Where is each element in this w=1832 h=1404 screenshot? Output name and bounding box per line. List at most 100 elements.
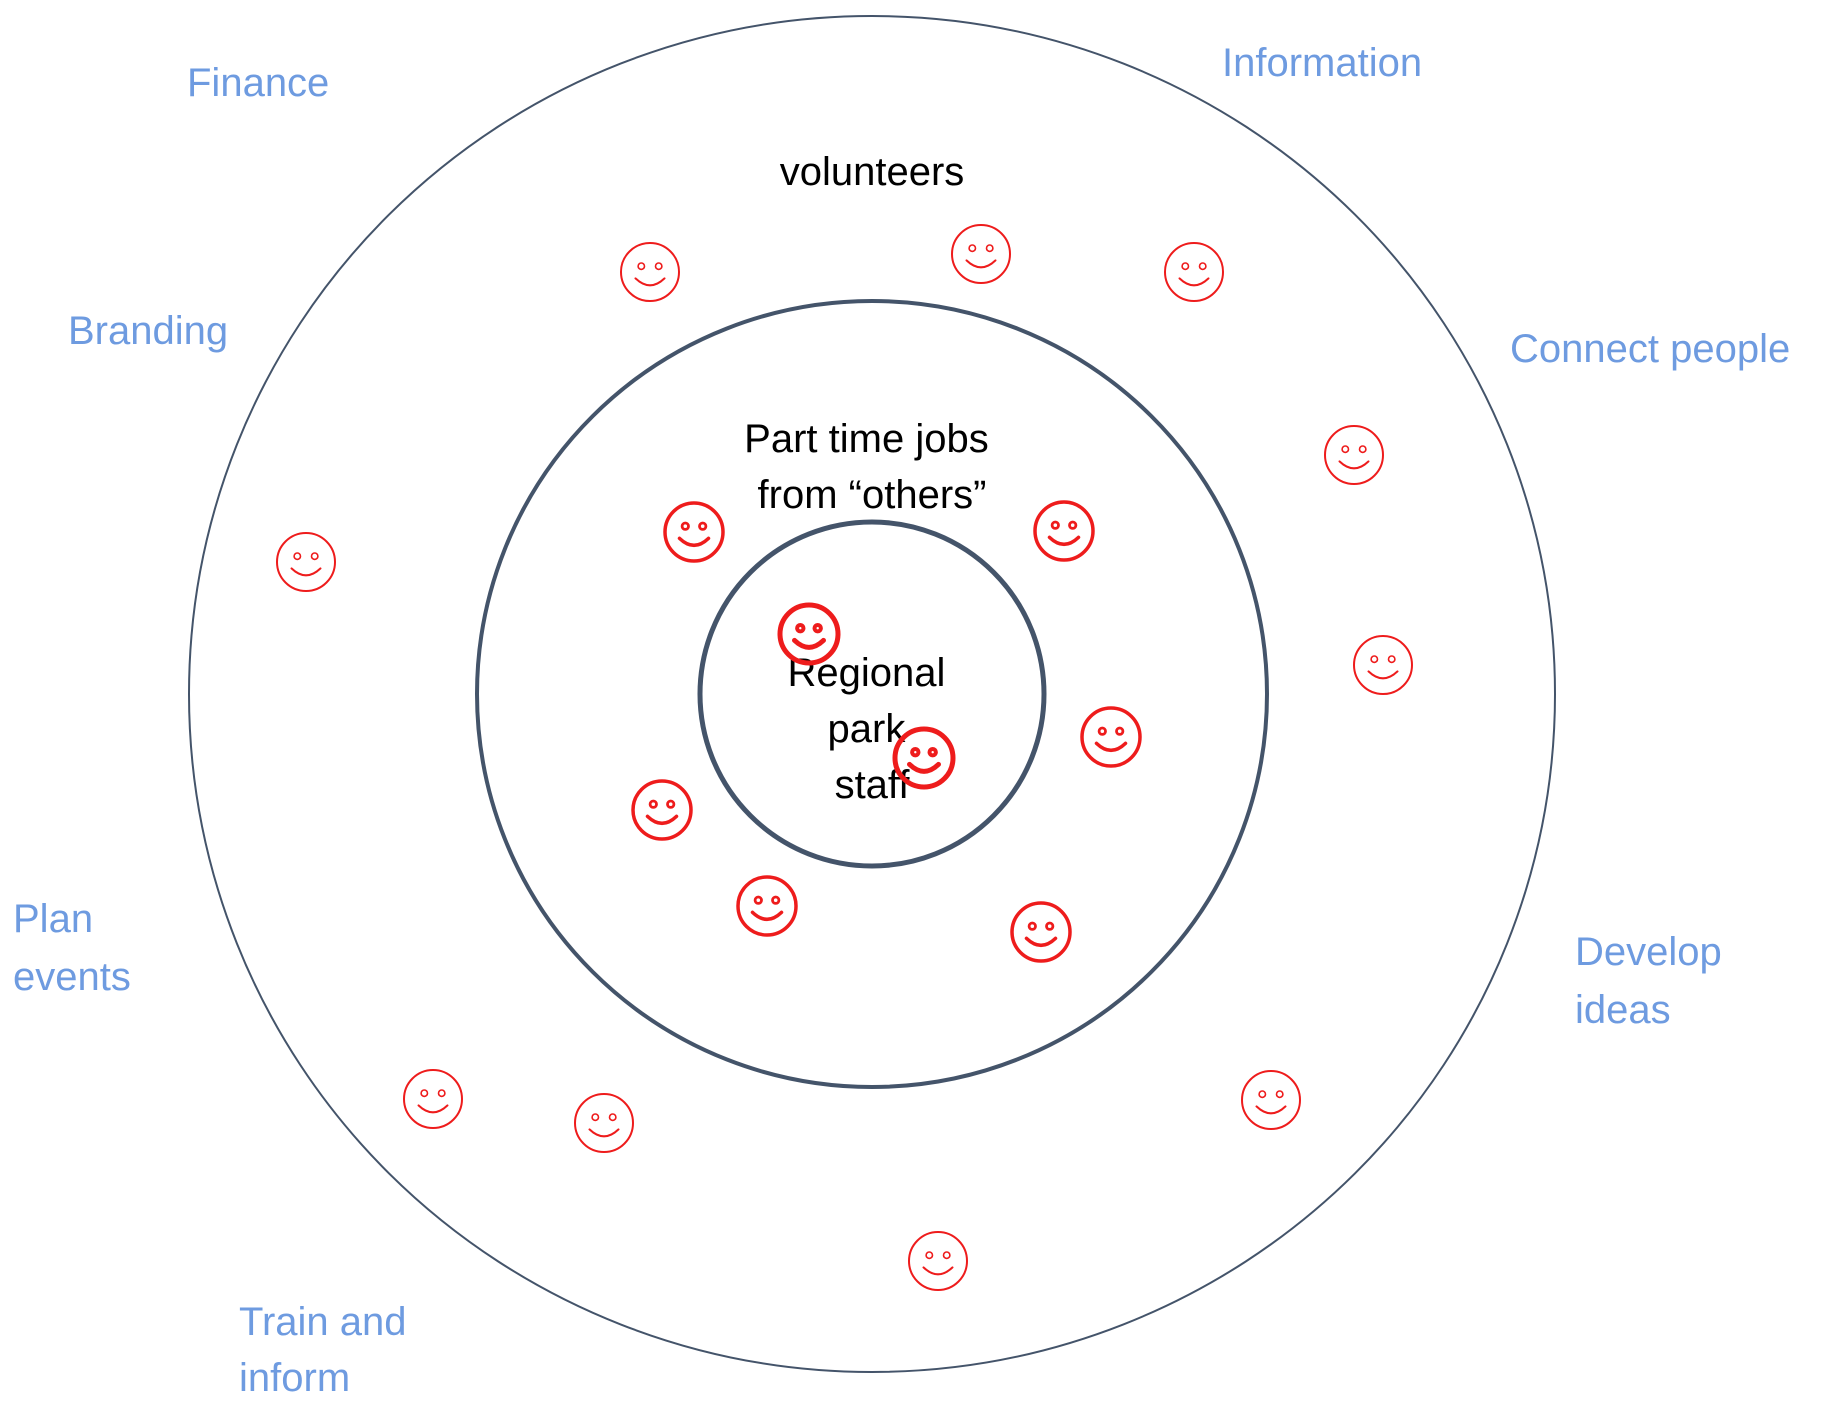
part-time-smiley (1080, 706, 1142, 768)
smiley-face-icon (663, 501, 725, 563)
volunteer-smiley (1241, 1070, 1301, 1130)
smiley-left-eye (591, 1113, 600, 1122)
smiley-right-eye (771, 895, 781, 905)
smiley-face-icon (1080, 706, 1142, 768)
part-time-label-line: from “others” (758, 473, 987, 517)
staff-smiley (892, 726, 956, 790)
smiley-right-eye (1045, 921, 1055, 931)
smiley-mouth (417, 1104, 449, 1114)
smiley-mouth (588, 1128, 620, 1138)
smiley-left-eye (680, 521, 690, 531)
smiley-mouth (1094, 741, 1128, 753)
part-time-smiley (663, 501, 725, 563)
smiley-mouth (1367, 670, 1399, 680)
smiley-right-eye (927, 747, 938, 758)
smiley-left-eye (968, 244, 977, 253)
branding-label-line: Branding (68, 309, 228, 353)
smiley-face-icon (908, 1231, 968, 1291)
develop-ideas-label-line: Develop (1575, 930, 1722, 974)
finance-label: Finance (187, 61, 329, 105)
smiley-face-icon (1010, 901, 1072, 963)
smiley-right-eye (1068, 520, 1078, 530)
plan-events-label-line: events (13, 955, 131, 999)
part-time-label: Part time jobs from “others” (744, 417, 1000, 517)
smiley-mouth (677, 536, 711, 548)
part-time-smiley (1010, 901, 1072, 963)
volunteer-smiley (620, 242, 680, 302)
smiley-face-icon (892, 726, 956, 790)
part-time-smiley (1033, 500, 1095, 562)
smiley-face-icon (276, 532, 336, 592)
volunteers-ring (188, 15, 1556, 1373)
smiley-mouth (1024, 936, 1058, 948)
smiley-face-icon (777, 602, 841, 666)
smiley-right-eye (1115, 726, 1125, 736)
volunteer-smiley (908, 1231, 968, 1291)
smiley-left-eye (753, 895, 763, 905)
smiley-mouth (965, 259, 997, 269)
volunteer-smiley (951, 224, 1011, 284)
smiley-mouth (645, 814, 679, 826)
smiley-left-eye (293, 552, 302, 561)
train-and-inform-label-line: inform (239, 1356, 350, 1400)
smiley-left-eye (1027, 921, 1037, 931)
part-time-label-line: Part time jobs (744, 417, 989, 461)
staff-smiley (777, 602, 841, 666)
train-and-inform-label-line: Train and (239, 1300, 407, 1344)
ring-labels: volunteers Part time jobs from “others” … (744, 150, 1000, 807)
smiley-right-eye (437, 1089, 446, 1098)
smiley-left-eye (637, 262, 646, 271)
staff-label-line: park (828, 707, 907, 751)
smiley-right-eye (812, 623, 823, 634)
smiley-face-icon (1033, 500, 1095, 562)
smiley-left-eye (420, 1089, 429, 1098)
plan-events-label: Plan events (13, 897, 131, 999)
smiley-left-eye (648, 799, 658, 809)
staff-label: Regional park staff (787, 651, 956, 807)
smiley-face-icon (1164, 242, 1224, 302)
smiley-left-eye (795, 623, 806, 634)
part-time-ring (475, 299, 1269, 1089)
part-time-smiley (736, 875, 798, 937)
smiley-face-icon (631, 779, 693, 841)
staff-ring (697, 519, 1047, 869)
volunteer-smiley (1164, 242, 1224, 302)
activity-labels: Finance Information Branding Connect peo… (13, 41, 1790, 1400)
volunteer-smiley (276, 532, 336, 592)
smiley-left-eye (1370, 655, 1379, 664)
finance-label-line: Finance (187, 61, 329, 105)
smiley-right-eye (666, 799, 676, 809)
staff-label-line: Regional (787, 651, 945, 695)
branding-label: Branding (68, 309, 228, 353)
train-and-inform-label: Train and inform (239, 1300, 418, 1400)
smiley-face-icon (736, 875, 798, 937)
smiley-mouth (907, 761, 941, 774)
smiley-right-eye (654, 262, 663, 271)
smiley-mouth (750, 910, 784, 922)
smiley-face-icon (403, 1069, 463, 1129)
smiley-right-eye (1387, 655, 1396, 664)
smiley-right-eye (608, 1113, 617, 1122)
smiley-right-eye (310, 552, 319, 561)
smiley-left-eye (1050, 520, 1060, 530)
volunteer-smiley (403, 1069, 463, 1129)
smiley-left-eye (925, 1251, 934, 1260)
smiley-left-eye (910, 747, 921, 758)
smiley-mouth (634, 277, 666, 287)
smiley-mouth (922, 1266, 954, 1276)
smiley-mouth (290, 567, 322, 577)
smiley-right-eye (1358, 445, 1367, 454)
connect-people-label: Connect people (1510, 327, 1790, 371)
smiley-face-icon (620, 242, 680, 302)
part-time-smiley (631, 779, 693, 841)
information-label: Information (1222, 41, 1422, 85)
volunteer-smiley (574, 1093, 634, 1153)
smiley-left-eye (1181, 262, 1190, 271)
smiley-right-eye (942, 1251, 951, 1260)
smiley-face-icon (951, 224, 1011, 284)
smiley-left-eye (1258, 1090, 1267, 1099)
smiley-mouth (1255, 1105, 1287, 1115)
smiley-mouth (1047, 535, 1081, 547)
smiley-face-icon (1324, 425, 1384, 485)
